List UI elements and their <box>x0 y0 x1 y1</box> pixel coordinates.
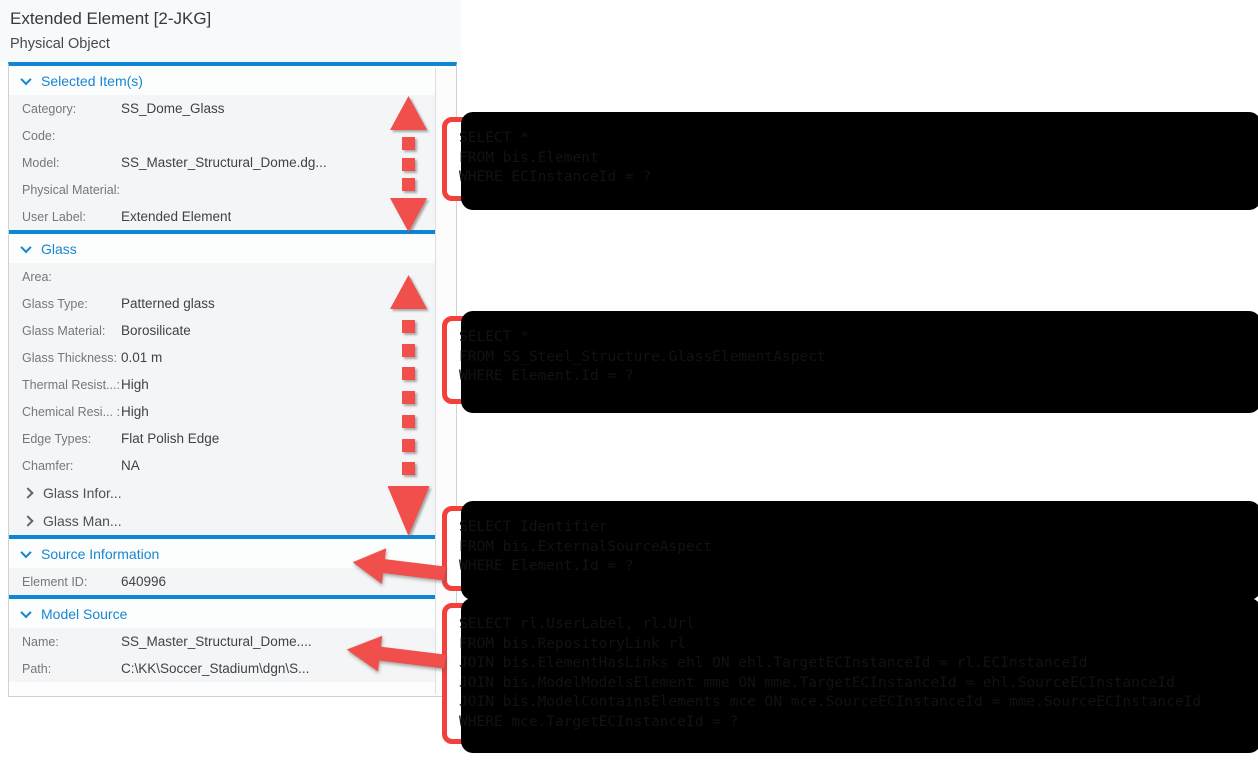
chevron-down-icon <box>20 241 32 253</box>
sql-line: SELECT rl.UserLabel, rl.Url <box>459 616 695 632</box>
property-label: Path: <box>22 661 52 676</box>
property-value: C:\KK\Soccer_Stadium\dgn\S... <box>121 661 310 676</box>
property-row[interactable]: Category: SS_Dome_Glass <box>9 95 436 122</box>
page-subtitle: Physical Object <box>10 36 110 52</box>
property-label: Glass Material: <box>22 323 106 338</box>
sql-line: FROM bis.ExternalSourceAspect <box>459 538 713 555</box>
sql-line: JOIN bis.ModelContainsElements mce ON mc… <box>459 694 1202 710</box>
property-label: Name: <box>22 634 59 649</box>
property-row[interactable]: Glass Type: Patterned glass <box>9 290 436 317</box>
property-label: Chamfer: <box>22 458 74 473</box>
sql-line: SELECT * <box>459 329 529 345</box>
property-label: Model: <box>22 155 60 170</box>
sql-line: FROM bis.Element <box>459 149 599 166</box>
sql-line: FROM SS_Steel_Structure.GlassElementAspe… <box>459 348 826 365</box>
property-value: High <box>121 404 149 419</box>
property-row[interactable]: Edge Types: Flat Polish Edge <box>9 425 436 452</box>
property-label: Glass Thickness: <box>22 350 117 365</box>
sql-callout-glass-aspect-query: SELECT * FROM SS_Steel_Structure.GlassEle… <box>442 311 1258 413</box>
sql-line: WHERE Element.Id = ? <box>459 558 634 574</box>
chevron-down-icon <box>20 606 32 618</box>
property-label: Area: <box>22 269 52 284</box>
property-label: Thermal Resist...: <box>22 377 120 392</box>
property-label: Physical Material: <box>22 182 120 197</box>
property-label: Glass Type: <box>22 296 88 311</box>
property-row[interactable]: Model: SS_Master_Structural_Dome.dg... <box>9 149 436 176</box>
section-source-information: Source Information Element ID: 640996 <box>9 535 436 595</box>
property-value: Borosilicate <box>121 323 191 338</box>
property-row[interactable]: Code: <box>9 122 436 149</box>
property-row[interactable]: Chemical Resi... :High <box>9 398 436 425</box>
property-row[interactable]: Chamfer: NA <box>9 452 436 479</box>
sql-line: WHERE ECInstanceId = ? <box>459 169 652 185</box>
arrow-head-down-icon <box>390 198 427 232</box>
property-value: SS_Dome_Glass <box>121 101 225 116</box>
property-value: 0.01 m <box>121 350 163 365</box>
sql-line: SELECT Identifier <box>459 519 608 535</box>
property-value: NA <box>121 458 140 473</box>
chevron-right-icon <box>22 515 34 527</box>
sql-line: WHERE mce.TargetECInstanceId = ? <box>459 713 739 730</box>
section-header-model-source[interactable]: Model Source <box>9 599 436 628</box>
property-value: SS_Master_Structural_Dome.... <box>121 634 312 649</box>
sql-line: JOIN bis.ModelModelsElement mme ON mme.T… <box>459 674 1175 691</box>
group-label: Glass Infor... <box>43 485 122 501</box>
group-label: Glass Man... <box>43 513 122 529</box>
section-title: Source Information <box>41 545 160 562</box>
sql-line: SELECT * <box>459 130 529 146</box>
property-label: Edge Types: <box>22 431 92 446</box>
section-title: Glass <box>41 240 77 257</box>
property-label: Code: <box>22 128 56 143</box>
section-title: Selected Item(s) <box>41 72 143 89</box>
panel-title-area: Extended Element [2-JKG] Physical Object <box>0 0 461 62</box>
arrow-head-up-icon <box>390 96 427 130</box>
section-model-source: Model Source Name: SS_Master_Structural_D… <box>9 595 436 682</box>
chevron-down-icon <box>20 546 32 558</box>
double-headed-dashed-arrow-icon <box>390 96 427 232</box>
collapsed-group-row[interactable]: Glass Man... <box>9 507 436 535</box>
page-title: Extended Element [2-JKG] <box>10 9 212 28</box>
chevron-right-icon <box>22 487 34 499</box>
property-row[interactable]: Glass Material: Borosilicate <box>9 317 436 344</box>
property-label: User Label: <box>22 209 86 224</box>
property-label: Category: <box>22 101 77 116</box>
collapsed-group-row[interactable]: Glass Infor... <box>9 479 436 507</box>
property-row[interactable]: Area: <box>9 263 436 290</box>
property-label: Chemical Resi... : <box>22 404 120 419</box>
property-value: SS_Master_Structural_Dome.dg... <box>121 155 327 170</box>
property-value: High <box>121 377 149 392</box>
section-title: Model Source <box>41 605 128 622</box>
property-row[interactable]: Glass Thickness: 0.01 m <box>9 344 436 371</box>
property-row[interactable]: Thermal Resist...:High <box>9 371 436 398</box>
left-arrow-icon-element-id <box>350 542 447 593</box>
property-value: Extended Element <box>121 209 232 224</box>
property-label: Element ID: <box>22 574 88 589</box>
left-arrow-icon-path <box>344 630 447 682</box>
property-value: Patterned glass <box>121 296 215 311</box>
sql-line: JOIN bis.ElementHasLinks ehl ON ehl.Targ… <box>459 655 1088 671</box>
property-value: Flat Polish Edge <box>121 431 220 446</box>
section-header-selected-items[interactable]: Selected Item(s) <box>9 66 436 95</box>
section-divider <box>9 595 436 599</box>
double-headed-dashed-arrow-icon <box>387 275 430 536</box>
property-row[interactable]: Physical Material: <box>9 176 436 203</box>
property-row[interactable]: User Label: Extended Element <box>9 203 436 230</box>
section-header-glass[interactable]: Glass <box>9 234 436 263</box>
section-divider <box>9 535 436 539</box>
sql-line: WHERE Element.Id = ? <box>459 368 634 384</box>
arrow-head-up-icon <box>390 275 427 309</box>
property-row[interactable]: Element ID: 640996 <box>9 568 436 595</box>
section-divider <box>9 230 436 234</box>
property-value: 640996 <box>121 574 167 589</box>
arrow-head-down-icon <box>387 486 430 536</box>
chevron-down-icon <box>20 73 32 85</box>
sql-line: FROM bis.RepositoryLink rl <box>459 635 686 652</box>
